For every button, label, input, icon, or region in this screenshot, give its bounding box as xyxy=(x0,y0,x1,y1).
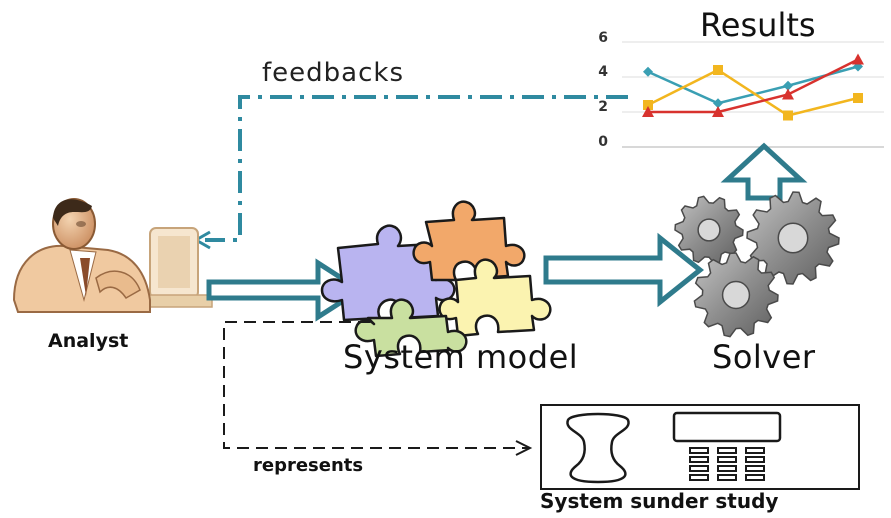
data-point xyxy=(783,80,793,91)
keypad-key xyxy=(689,456,709,463)
data-point xyxy=(853,93,863,103)
results-title: Results xyxy=(700,6,816,44)
keypad-key xyxy=(689,447,709,454)
keypad-key xyxy=(717,447,737,454)
keypad-key xyxy=(689,474,709,481)
analyst-icon xyxy=(12,198,213,313)
gear-hub xyxy=(697,218,721,242)
arrow-analyst-to-model xyxy=(206,258,365,322)
device-panel-icon xyxy=(540,404,860,490)
data-point xyxy=(783,110,793,121)
keypad-key xyxy=(717,474,737,481)
data-point xyxy=(643,66,653,77)
chart-series xyxy=(642,53,864,121)
y-tick-label: 6 xyxy=(598,30,608,46)
solver-label: Solver xyxy=(712,338,816,376)
system-model-label: System model xyxy=(343,338,579,376)
gear-hub xyxy=(721,280,751,310)
data-point xyxy=(713,65,723,75)
keypad-key xyxy=(745,456,765,463)
keypad-key xyxy=(689,465,709,472)
results-chart xyxy=(622,41,884,148)
keypad-key xyxy=(745,447,765,454)
data-point xyxy=(852,53,864,65)
keypad-key xyxy=(717,456,737,463)
y-tick-label: 4 xyxy=(598,64,608,80)
series-line xyxy=(647,68,859,117)
feedback-path xyxy=(192,95,628,250)
data-point xyxy=(643,100,653,110)
arrow-solver-to-results xyxy=(720,142,808,201)
gear-hub xyxy=(777,222,809,254)
series-line xyxy=(647,65,859,105)
arrow-model-to-solver xyxy=(543,232,705,308)
data-point xyxy=(713,98,723,109)
y-tick-label: 2 xyxy=(598,99,608,115)
data-point xyxy=(712,106,724,117)
feedbacks-label: feedbacks xyxy=(262,58,404,88)
puzzle-pieces-icon xyxy=(320,200,552,358)
keypad-key xyxy=(745,474,765,481)
keypad-key xyxy=(745,465,765,472)
system-under-study-label: System sunder study xyxy=(540,489,779,513)
represents-path xyxy=(223,321,533,456)
gears-icon xyxy=(674,191,840,338)
y-tick-label: 0 xyxy=(598,134,608,150)
keypad-key xyxy=(717,465,737,472)
data-point xyxy=(642,106,654,117)
series-line xyxy=(648,58,859,114)
data-point xyxy=(782,88,794,100)
analyst-label: Analyst xyxy=(48,330,129,352)
represents-label: represents xyxy=(253,455,364,476)
